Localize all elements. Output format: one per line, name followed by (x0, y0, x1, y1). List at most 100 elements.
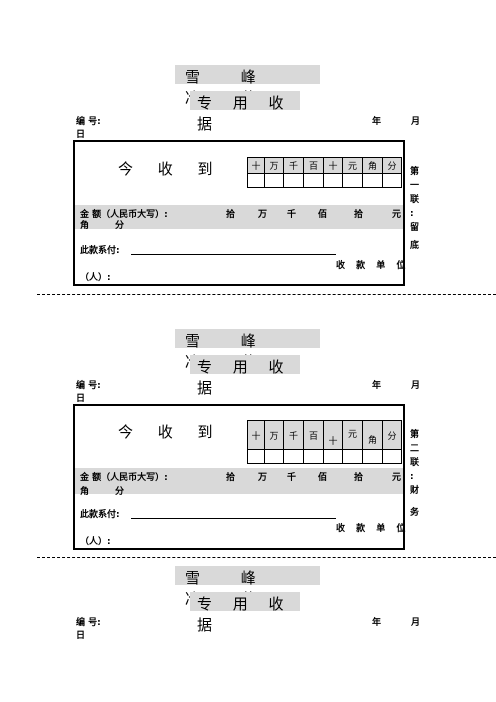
digit-input-cell[interactable] (247, 449, 265, 464)
document-title-banner: 专 用 收 据 (190, 91, 300, 133)
year-label: 年 (372, 618, 382, 628)
digit-header: 元 (342, 420, 363, 450)
digit-input-cell[interactable] (247, 173, 265, 188)
copy-label-vertical: 第 一 联 : 留 底 (410, 165, 422, 253)
copy-char: 二 (410, 444, 420, 454)
year-label: 年 (372, 381, 382, 391)
copy-char: 联 (410, 195, 420, 205)
digit-input-cell[interactable] (342, 173, 363, 188)
copy-label-vertical: 第 二 联 : 财 务 (410, 428, 422, 520)
copy-char: 第 (410, 430, 420, 440)
digit-header: 角 (362, 157, 383, 174)
month-label: 月 (411, 381, 421, 391)
digit-input-cell[interactable] (264, 173, 284, 188)
payment-for-label: 此款系付: (80, 246, 120, 256)
document-title: 专 用 收 据 (197, 358, 292, 397)
digit-header: 十 (323, 157, 343, 174)
received-from-label: 今 收 到 (118, 160, 223, 178)
copy-char: : (410, 209, 414, 219)
digit-header: 千 (283, 157, 304, 174)
day-label: 日 (76, 631, 86, 641)
digit-input-cell[interactable] (283, 449, 304, 464)
payment-for-line[interactable] (131, 253, 336, 255)
copy-char: 务 (410, 508, 420, 518)
digit-header: 万 (264, 420, 284, 450)
digit-header: 百 (303, 157, 324, 174)
number-label: 编 号: (76, 117, 101, 127)
amount-unit: 千 (287, 473, 297, 483)
digit-input-cell[interactable] (382, 449, 402, 464)
amount-unit: 拾 (226, 210, 236, 220)
receipt-frame (73, 404, 405, 550)
digit-header: 十 (247, 420, 265, 450)
document-title: 专 用 收 据 (197, 94, 292, 133)
day-label: 日 (76, 130, 86, 140)
amount-unit: 元 (392, 473, 402, 483)
copy-char: 底 (410, 241, 420, 251)
digit-input-cell[interactable] (342, 449, 363, 464)
amount-words-label: 金 额（人民币大写）: (80, 473, 168, 483)
amount-unit: 角 (80, 221, 90, 231)
copy-char: 联 (410, 458, 420, 468)
digit-header: 十 (247, 157, 265, 174)
digit-header: 元 (342, 157, 363, 174)
digit-input-cell[interactable] (283, 173, 304, 188)
payment-for-line[interactable] (131, 517, 336, 519)
payee-label: 收 款 单 位 (336, 524, 410, 534)
day-label: 日 (76, 394, 86, 404)
amount-words-band (75, 468, 403, 494)
digit-header: 十 (323, 420, 343, 450)
number-label: 编 号: (76, 381, 101, 391)
amount-unit: 分 (115, 221, 125, 231)
amount-unit: 拾 (226, 473, 236, 483)
copy-char: 财 (410, 486, 420, 496)
digit-header: 万 (264, 157, 284, 174)
digit-input-cell[interactable] (323, 449, 343, 464)
digit-header: 百 (303, 420, 324, 450)
receipt-frame (73, 140, 405, 286)
copy-char: 第 (410, 167, 420, 177)
digit-input-cell[interactable] (362, 449, 383, 464)
amount-unit: 万 (258, 210, 268, 220)
digit-input-cell[interactable] (303, 173, 324, 188)
tear-line (37, 294, 496, 295)
payee-suffix: （人）: (80, 537, 111, 547)
document-title-banner: 专 用 收 据 (190, 592, 300, 634)
month-label: 月 (411, 618, 421, 628)
company-name-banner: 雪 峰 冷 藏 (175, 65, 320, 107)
number-label: 编 号: (76, 618, 101, 628)
digit-header: 千 (283, 420, 304, 450)
digit-input-cell[interactable] (382, 173, 402, 188)
month-label: 月 (411, 117, 421, 127)
copy-char: 一 (410, 181, 420, 191)
copy-char: 留 (410, 223, 420, 233)
payee-label: 收 款 单 位 (336, 261, 410, 271)
digit-input-cell[interactable] (323, 173, 343, 188)
amount-unit: 分 (115, 487, 125, 497)
payee-suffix: （人）: (80, 273, 111, 283)
company-name-banner: 雪 峰 冷 藏 (175, 566, 320, 608)
amount-unit: 佰 (318, 473, 328, 483)
received-from-label: 今 收 到 (118, 423, 223, 441)
year-label: 年 (372, 117, 382, 127)
amount-unit: 元 (392, 210, 402, 220)
amount-unit: 佰 (318, 210, 328, 220)
amount-unit: 千 (287, 210, 297, 220)
amount-unit: 角 (80, 487, 90, 497)
company-name-banner: 雪 峰 冷 藏 (175, 329, 320, 371)
digit-input-cell[interactable] (303, 449, 324, 464)
document-title: 专 用 收 据 (197, 595, 292, 634)
digit-input-cell[interactable] (264, 449, 284, 464)
payment-for-label: 此款系付: (80, 510, 120, 520)
document-title-banner: 专 用 收 据 (190, 355, 300, 397)
amount-unit: 拾 (354, 473, 364, 483)
amount-words-label: 金 额（人民币大写）: (80, 210, 168, 220)
tear-line (37, 557, 496, 558)
amount-unit: 拾 (354, 210, 364, 220)
copy-char: : (410, 472, 414, 482)
digit-header: 分 (382, 420, 402, 450)
digit-input-cell[interactable] (362, 173, 383, 188)
digit-header: 角 (362, 420, 383, 450)
amount-words-band (75, 205, 403, 229)
digit-header: 分 (382, 157, 402, 174)
